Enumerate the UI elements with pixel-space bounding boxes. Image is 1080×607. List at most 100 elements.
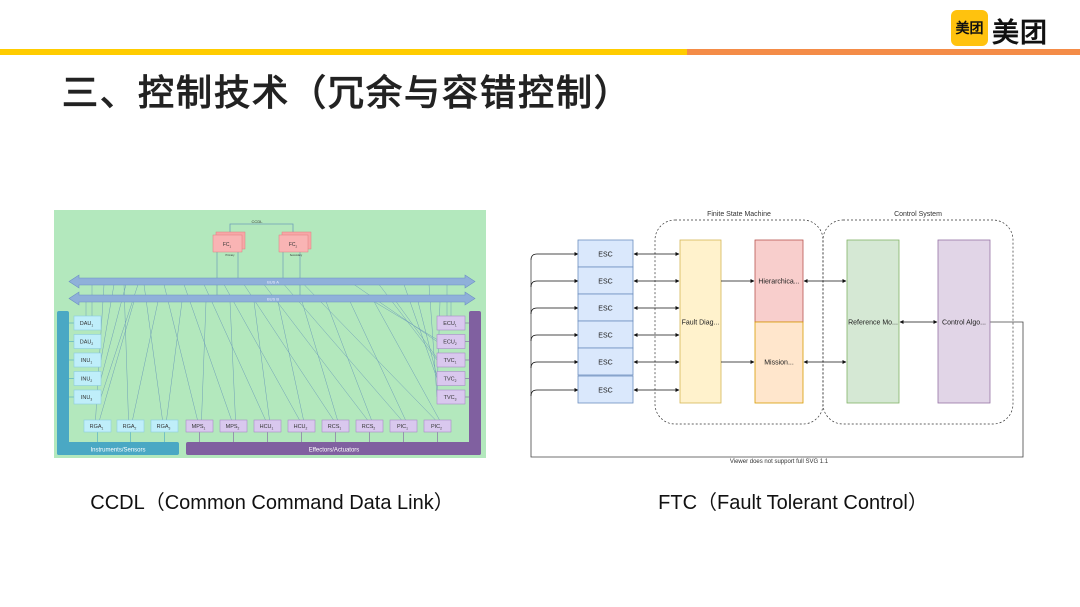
- effector-unit-label: RCS2: [362, 424, 376, 430]
- fc1-box: [212, 234, 243, 253]
- sensor-unit-label: INU2: [81, 377, 92, 383]
- effector-unit-label: TVC2: [444, 377, 457, 383]
- bus-b: [68, 291, 476, 306]
- bus-connection-line: [417, 301, 438, 377]
- esc-box: [577, 266, 634, 295]
- esc-box: [577, 293, 634, 322]
- effector-unit-box: [436, 389, 466, 405]
- fc1-label: FC1: [223, 242, 232, 248]
- sensors-frame-vertical: [57, 311, 69, 455]
- sensor-unit-label: RGA3: [157, 424, 171, 430]
- bus-connection-line: [223, 284, 300, 421]
- esc-label: ESC: [598, 360, 612, 367]
- effector-unit-box: [287, 419, 316, 433]
- bus-connection-line: [373, 301, 440, 421]
- effector-unit-label: PIC1: [397, 424, 408, 430]
- bus-connection-line: [428, 284, 438, 398]
- control-algorithm-box: [937, 239, 991, 404]
- effector-unit-box: [389, 419, 418, 433]
- effector-unit-label: ECU1: [443, 321, 457, 327]
- svg-viewer-warning: Viewer does not support full SVG 1.1: [730, 459, 829, 465]
- reference-model-box: [846, 239, 900, 404]
- ccdl-link-line: [229, 223, 294, 234]
- sensors-frame-bottom: [57, 442, 179, 455]
- bus-connection-line: [99, 301, 135, 421]
- ccdl-caption: CCDL（Common Command Data Link）: [90, 492, 454, 514]
- feedback-arrow: [530, 306, 579, 315]
- sensor-unit-label: DAU2: [80, 340, 94, 346]
- effectors-label: Effectors/Actuators: [309, 448, 360, 454]
- sensor-unit-label: INU3: [81, 395, 92, 401]
- fc1-role: Primary: [226, 253, 236, 257]
- mission-label: Mission...: [764, 360, 794, 367]
- bus-connection-line: [243, 284, 334, 421]
- effector-unit-box: [253, 419, 282, 433]
- esc-label: ESC: [598, 279, 612, 286]
- fc2-role: Secondary: [290, 253, 303, 257]
- reference-model-label: Reference Mo...: [848, 320, 898, 327]
- mission-box: [754, 321, 804, 404]
- hierarchical-box: [754, 239, 804, 323]
- esc-label: ESC: [598, 333, 612, 340]
- esc-box: [577, 239, 634, 268]
- bus-a-label: BUS A: [267, 279, 279, 284]
- hierarchical-label: Hierarchica...: [758, 279, 799, 286]
- bus-connection-line: [163, 284, 198, 421]
- sensor-unit-box: [83, 419, 112, 433]
- bus-connection-line: [325, 301, 372, 421]
- sensor-unit-box: [116, 419, 145, 433]
- sensor-unit-label: RGA1: [90, 424, 104, 430]
- bus-connection-line: [263, 284, 368, 421]
- effector-unit-box: [436, 352, 466, 368]
- fsm-group: [654, 219, 824, 425]
- control-system-label: Control System: [894, 211, 942, 218]
- fsm-label: Finite State Machine: [707, 211, 771, 218]
- esc-label: ESC: [598, 388, 612, 395]
- effector-unit-box: [423, 419, 452, 433]
- effector-unit-box: [219, 419, 248, 433]
- effector-unit-box: [355, 419, 384, 433]
- effector-unit-label: TVC3: [444, 395, 457, 401]
- esc-label: ESC: [598, 306, 612, 313]
- sensor-unit-box: [73, 315, 102, 331]
- sensors-label: Instruments/Sensors: [90, 448, 145, 454]
- effector-unit-box: [185, 419, 214, 433]
- bus-connection-line: [203, 284, 266, 421]
- fc2-label: FC2: [289, 242, 298, 248]
- bus-connection-line: [283, 284, 402, 421]
- feedback-arrow: [530, 333, 579, 342]
- bus-connection-line: [229, 301, 236, 421]
- effector-unit-box: [321, 419, 350, 433]
- bus-connection-line: [303, 284, 436, 421]
- sensor-unit-label: DAU1: [80, 321, 94, 327]
- bus-connection-line: [123, 284, 129, 421]
- sensor-unit-label: INU1: [81, 358, 92, 364]
- effector-unit-box: [436, 371, 466, 386]
- header-bar-yellow: [0, 49, 687, 55]
- effector-unit-label: MPS2: [226, 424, 240, 430]
- effector-unit-box: [436, 315, 466, 331]
- feedback-arrow: [530, 360, 579, 369]
- slide-title: 三、控制技术（冗余与容错控制）: [62, 73, 633, 114]
- fc2-box: [278, 234, 309, 253]
- ccdl-link-label: CCDL: [252, 219, 264, 224]
- esc-box: [577, 375, 634, 404]
- effector-unit-label: PIC2: [431, 424, 442, 430]
- meituan-logo-text: 美团: [992, 18, 1048, 49]
- effector-unit-label: ECU2: [443, 340, 457, 346]
- feedback-line: [530, 260, 1024, 458]
- bus-connection-line: [132, 301, 159, 421]
- ccdl-background: [54, 210, 486, 458]
- fault-diagnosis-label: Fault Diag...: [682, 320, 720, 327]
- esc-box: [577, 320, 634, 349]
- effector-unit-box: [436, 334, 466, 349]
- feedback-arrow: [530, 252, 579, 261]
- effectors-frame-bottom: [186, 442, 481, 455]
- feedback-arrow: [530, 388, 579, 397]
- control-algorithm-label: Control Algo...: [942, 320, 986, 327]
- effector-unit-label: TVC1: [444, 358, 457, 364]
- effector-unit-label: HCU1: [260, 424, 274, 430]
- effector-unit-label: RCS1: [328, 424, 342, 430]
